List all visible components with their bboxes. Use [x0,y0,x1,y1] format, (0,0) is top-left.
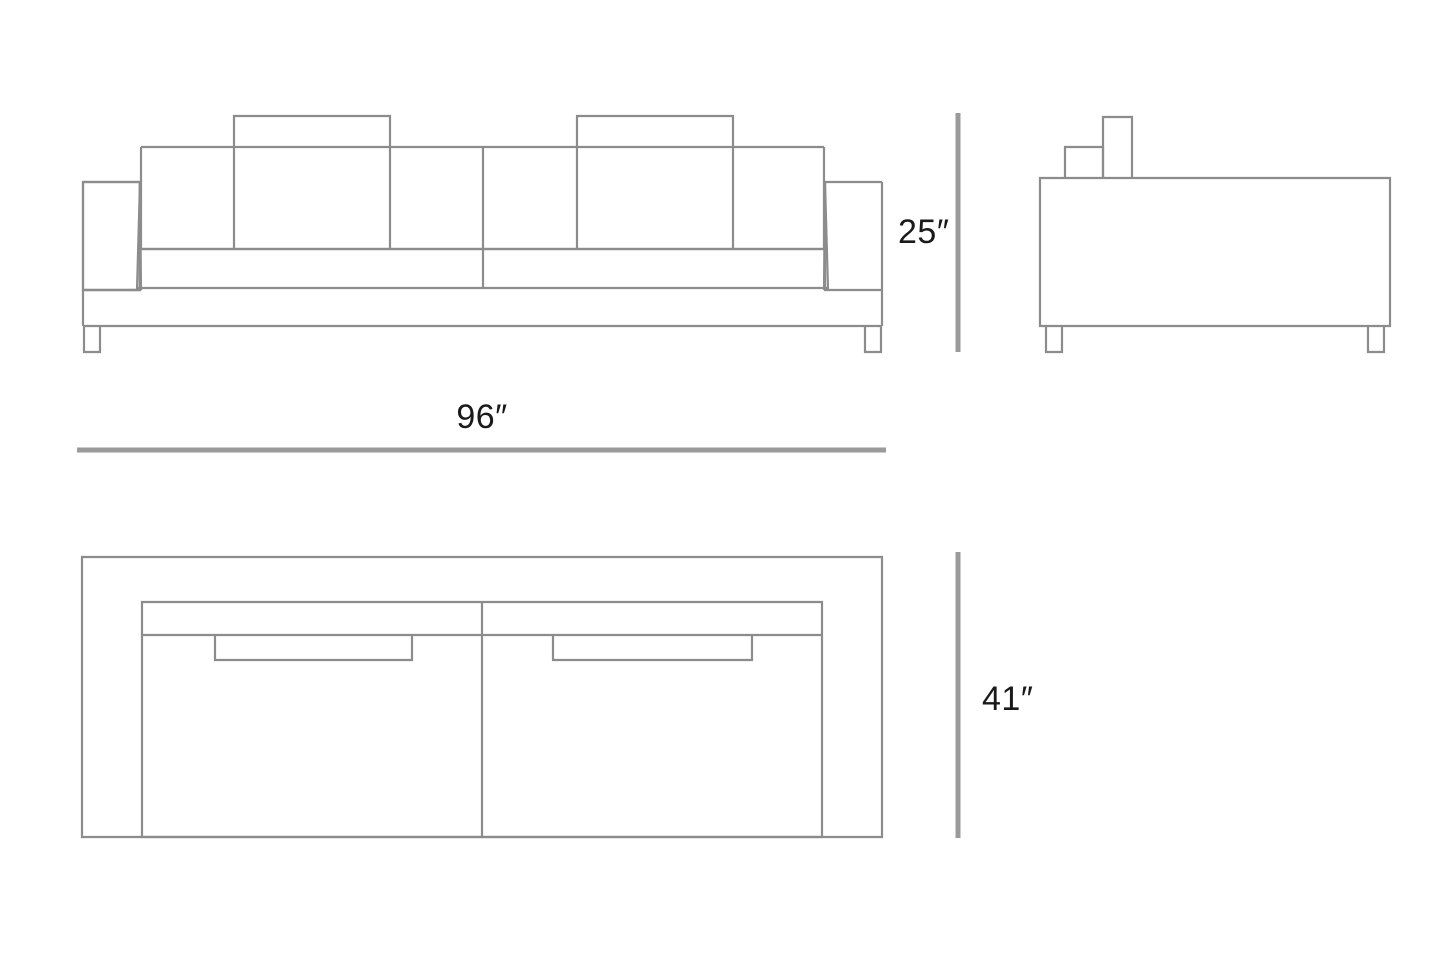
width-dimension: 96″ [77,398,886,453]
width-dimension-label: 96″ [456,398,507,436]
front-right-arm [823,180,882,292]
front-leg-left [82,326,102,354]
front-arm-slopes [135,181,830,291]
front-throw-pillow-right [575,114,735,147]
top-inner-frame [140,600,824,839]
height-dimension-label: 25″ [898,213,949,251]
top-throw-pillow-right [551,635,754,662]
top-plan-view [80,555,884,839]
side-throw-pillow-profile [1101,115,1134,178]
top-outer-frame [80,555,884,839]
side-elevation-view [1038,115,1392,354]
front-throw-pillow-left [232,114,392,147]
depth-dimension: 41″ [955,552,1033,838]
front-left-arm-taper [135,181,142,291]
front-seat-cushions [137,247,828,290]
front-left-arm [83,180,142,292]
front-back-cushions [139,145,826,251]
side-leg-front [1044,326,1064,354]
front-legs [82,326,883,354]
front-right-arm-taper [823,181,830,291]
top-throw-pillow-left [213,635,414,662]
front-throw-pillows [232,114,735,249]
front-elevation-view [81,114,884,354]
front-left-arm-profile [83,182,142,292]
front-left-arm-outer [81,180,142,292]
side-body-outline [1038,176,1392,328]
side-leg-back [1366,326,1386,354]
side-back-cushion-profile [1063,145,1105,178]
front-leg-right [863,326,883,354]
front-body-outline [81,180,142,292]
height-dimension: 25″ [898,113,961,352]
depth-dimension-label: 41″ [982,680,1033,718]
